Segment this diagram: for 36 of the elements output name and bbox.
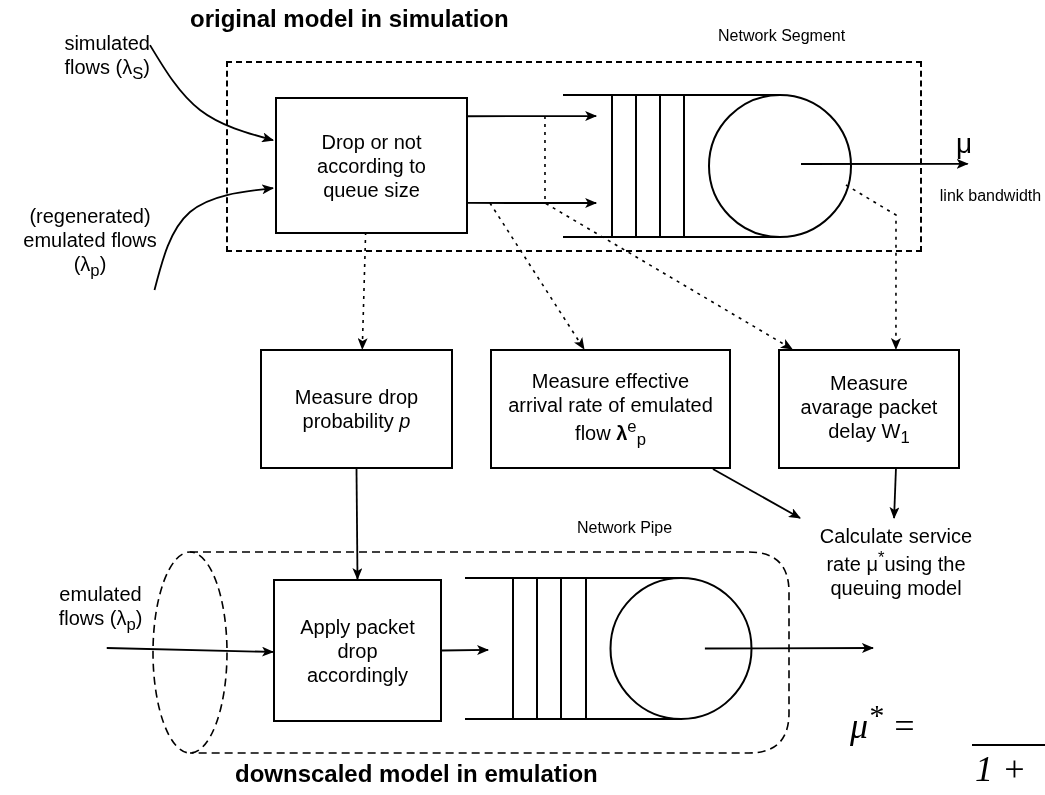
process-box bbox=[260, 349, 453, 469]
arrow bbox=[105, 646, 274, 657]
arrow bbox=[441, 645, 490, 656]
group-heading: Network Pipe bbox=[577, 519, 673, 537]
formula-text: μ$^{*}$ = bbox=[850, 698, 917, 747]
box-label: Apply packet drop accordingly bbox=[299, 614, 416, 687]
arrow bbox=[465, 198, 598, 208]
arrow bbox=[153, 184, 274, 291]
arrow bbox=[889, 468, 900, 519]
rate-symbol: μ bbox=[956, 126, 973, 161]
section-title: downscaled model in emulation bbox=[235, 760, 598, 788]
box-label: Measure drop probability p bbox=[293, 385, 420, 433]
process-box bbox=[275, 97, 468, 234]
rate-label: link bandwidth bbox=[939, 186, 1042, 206]
arrow bbox=[712, 468, 801, 519]
arrow bbox=[149, 44, 274, 143]
process-box bbox=[273, 579, 442, 722]
dotted-arrow bbox=[489, 202, 585, 350]
process-box bbox=[778, 349, 960, 469]
formula-text: 1 + bbox=[975, 748, 1027, 790]
arrow bbox=[465, 111, 598, 122]
dotted-arrow bbox=[845, 184, 901, 350]
flow-label: emulated flows (λ$_{p}$) bbox=[57, 581, 144, 635]
arrow bbox=[800, 158, 969, 169]
process-box bbox=[490, 349, 731, 469]
arrow bbox=[352, 468, 363, 580]
dotted-arrow bbox=[544, 115, 793, 350]
box-label: Measure avarage packet delay W$_{1}$ bbox=[799, 370, 939, 448]
process-text: Calculate service rate μ$^{*}$using the queuing model bbox=[818, 524, 974, 600]
arrow bbox=[704, 643, 874, 654]
dotted-arrow bbox=[357, 231, 368, 350]
flow-label: simulated flows (λ$_{S}$) bbox=[63, 30, 150, 84]
box-label: Drop or not according to queue size bbox=[316, 129, 427, 202]
group-heading: Network Segment bbox=[718, 27, 846, 45]
flow-label: (regenerated) emulated flows (λ$_{p}$) bbox=[22, 204, 158, 281]
section-title: original model in simulation bbox=[190, 5, 509, 33]
